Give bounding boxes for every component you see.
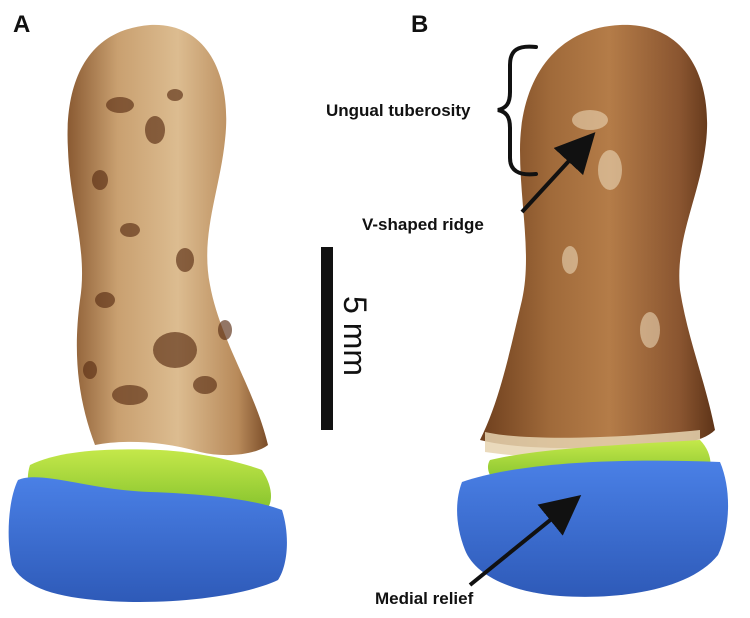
- tuberosity-bracket: [497, 44, 538, 177]
- scale-bar: [321, 247, 333, 430]
- label-ungual-tuberosity: Ungual tuberosity: [326, 101, 471, 120]
- specimen-b-scan: [457, 440, 729, 597]
- v-ridge-arrow: [520, 132, 596, 214]
- specimen-a-mottling: [83, 89, 232, 405]
- specimen-a-bone: [67, 24, 268, 456]
- specimen-a-scan: [8, 449, 287, 602]
- scale-bar-label: 5 mm: [337, 296, 373, 376]
- panel-label-a: A: [13, 11, 31, 38]
- label-medial-relief: Medial relief: [375, 589, 474, 608]
- panel-label-b: B: [411, 11, 429, 38]
- label-v-shaped-ridge: V-shaped ridge: [362, 215, 484, 234]
- medial-relief-arrow: [468, 494, 582, 587]
- specimen-b-texture: [562, 110, 660, 348]
- specimen-b-bone: [480, 24, 715, 459]
